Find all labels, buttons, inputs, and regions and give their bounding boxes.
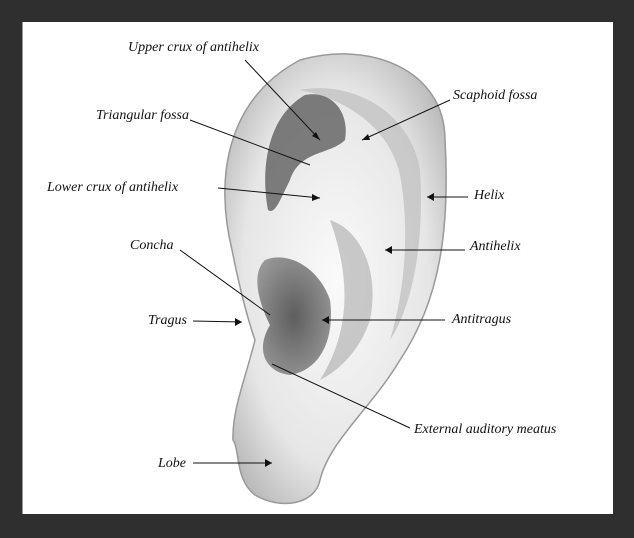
antihelix-shade [320, 220, 373, 380]
label-external-auditory-meatus: External auditory meatus [414, 422, 557, 437]
concha-shadow [257, 257, 331, 375]
label-concha: Concha [130, 238, 174, 253]
label-helix: Helix [474, 188, 505, 203]
arrowheads [235, 132, 434, 467]
leader-lines [179, 59, 468, 464]
label-scaphoid-fossa: Scaphoid fossa [453, 88, 538, 103]
label-tragus: Tragus [148, 313, 187, 328]
label-antihelix: Antihelix [470, 239, 521, 254]
triangular-fossa-shadow [265, 94, 346, 211]
label-triangular-fossa: Triangular fossa [96, 108, 189, 123]
label-upper-crux: Upper crux of antihelix [128, 40, 260, 55]
label-lower-crux: Lower crux of antihelix [47, 180, 179, 195]
label-antitragus: Antitragus [452, 312, 512, 327]
label-lobe: Lobe [158, 456, 186, 471]
